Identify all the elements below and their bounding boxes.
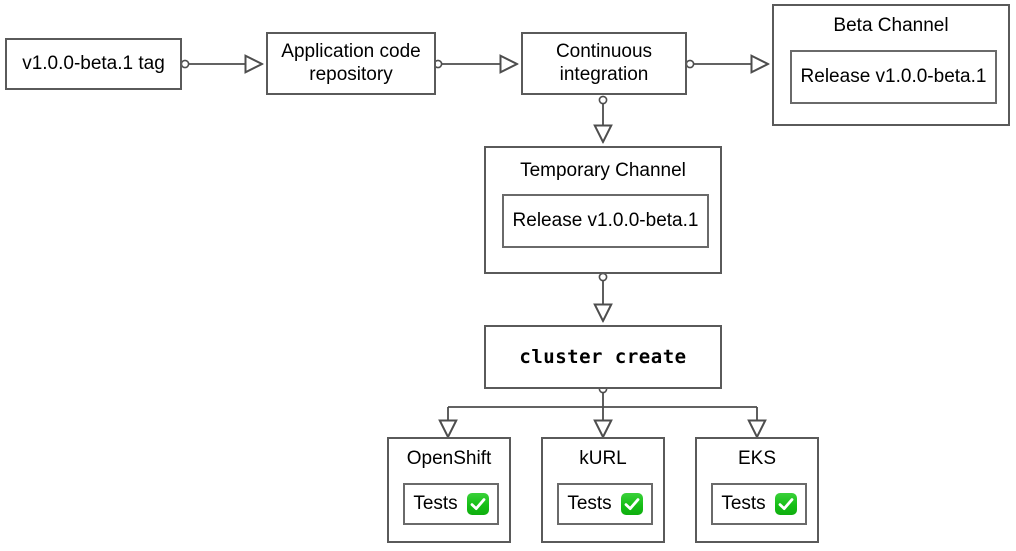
- check-mark-icon: [620, 493, 643, 515]
- node-cluster-create[interactable]: cluster create: [484, 325, 722, 389]
- node-continuous-integration[interactable]: Continuous integration: [521, 32, 687, 95]
- edge-ci-to-beta-channel: [685, 60, 768, 67]
- node-beta-channel-release[interactable]: Release v1.0.0-beta.1: [790, 50, 997, 104]
- check-mark-icon: [466, 493, 489, 515]
- node-eks-tests-label: Tests: [721, 493, 766, 514]
- node-beta-channel-release-label: Release v1.0.0-beta.1: [800, 66, 987, 87]
- node-continuous-integration-label: Continuous integration: [555, 41, 653, 85]
- node-application-code-repository[interactable]: Application code repository: [266, 32, 436, 95]
- node-kurl-tests-label: Tests: [567, 493, 612, 514]
- node-kurl-tests[interactable]: Tests: [557, 483, 653, 525]
- node-tag[interactable]: v1.0.0-beta.1 tag: [5, 38, 182, 90]
- node-openshift-title: OpenShift: [406, 448, 492, 469]
- edge-ci-to-temporary-channel: [599, 95, 606, 142]
- node-openshift-tests-label: Tests: [413, 493, 458, 514]
- node-tag-label: v1.0.0-beta.1 tag: [22, 52, 165, 74]
- node-temporary-channel-title: Temporary Channel: [520, 160, 686, 181]
- node-temporary-channel-release-label: Release v1.0.0-beta.1: [512, 210, 699, 231]
- node-beta-channel-title: Beta Channel: [833, 15, 949, 36]
- node-temporary-channel-release[interactable]: Release v1.0.0-beta.1: [502, 194, 709, 248]
- node-eks[interactable]: EKS Tests: [695, 437, 819, 543]
- check-mark-icon: [774, 493, 797, 515]
- node-kurl[interactable]: kURL Tests: [541, 437, 665, 543]
- node-kurl-title: kURL: [579, 448, 627, 469]
- node-eks-title: EKS: [737, 448, 777, 469]
- node-beta-channel[interactable]: Beta Channel Release v1.0.0-beta.1: [772, 4, 1010, 126]
- node-eks-tests[interactable]: Tests: [711, 483, 807, 525]
- node-openshift-tests[interactable]: Tests: [403, 483, 499, 525]
- node-temporary-channel[interactable]: Temporary Channel Release v1.0.0-beta.1: [484, 146, 722, 274]
- node-cluster-create-label: cluster create: [519, 345, 687, 368]
- node-application-code-repository-label: Application code repository: [281, 41, 421, 85]
- edge-repo-to-ci: [433, 60, 517, 67]
- node-openshift[interactable]: OpenShift Tests: [387, 437, 511, 543]
- edge-cluster-create-to-platforms: [448, 384, 757, 437]
- edge-tag-to-repo: [180, 60, 262, 67]
- edge-temporary-channel-to-cluster-create: [599, 272, 606, 321]
